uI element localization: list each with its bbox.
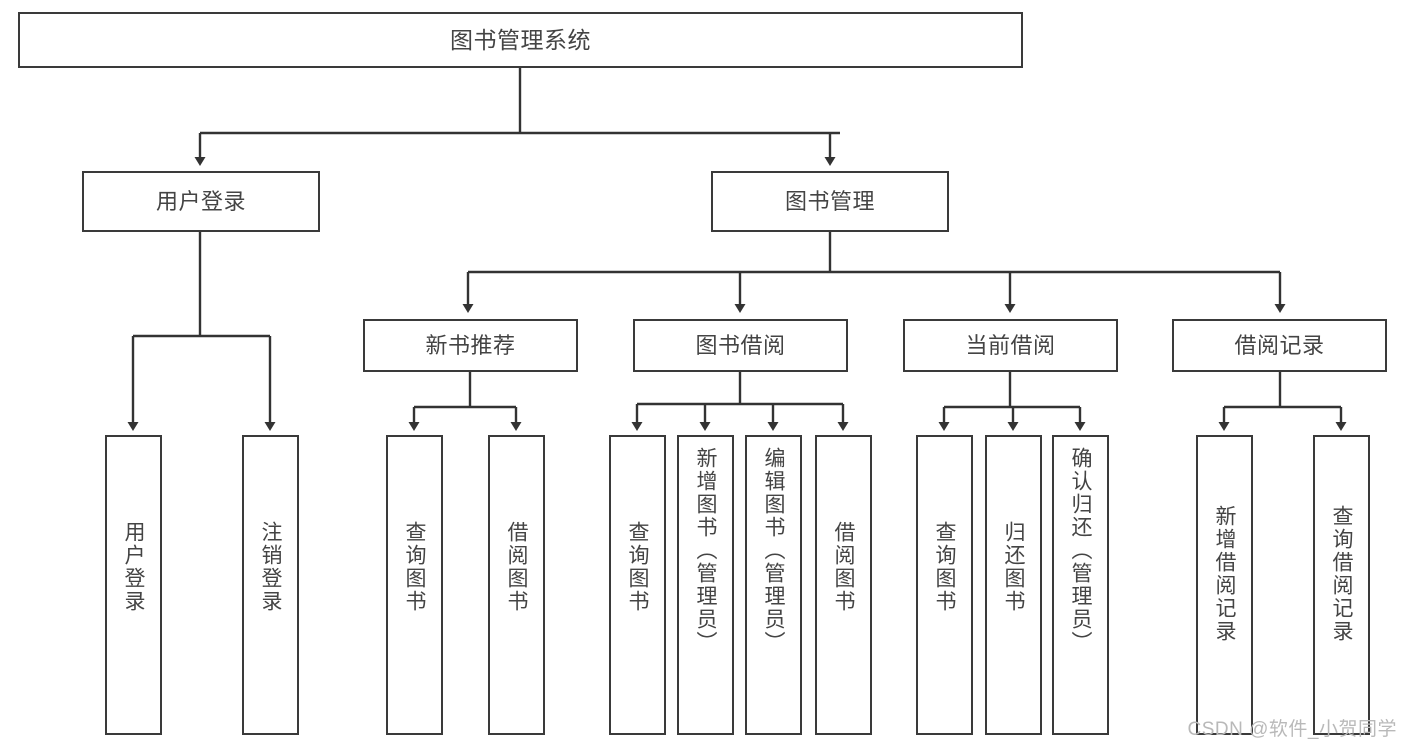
- node-current-borrow-label: 当前借阅: [965, 332, 1056, 358]
- leaf-current-return-book[interactable]: 归还图书: [985, 435, 1042, 735]
- leaf-user-login-signout[interactable]: 注销登录: [242, 435, 299, 735]
- node-root-label: 图书管理系统: [450, 26, 591, 53]
- leaf-current-query-book-label: 查询图书: [933, 521, 956, 613]
- leaf-borrow-add-book-label: 新增图书（管理员）: [694, 447, 717, 654]
- node-book-borrow[interactable]: 图书借阅: [633, 319, 848, 372]
- leaf-current-return-book-label: 归还图书: [1002, 521, 1025, 613]
- watermark: CSDN @软件_小贺同学: [1187, 719, 1397, 740]
- leaf-user-login-signin[interactable]: 用户登录: [105, 435, 162, 735]
- node-book-management-label: 图书管理: [784, 188, 875, 214]
- leaf-borrow-edit-book[interactable]: 编辑图书（管理员）: [745, 435, 802, 735]
- leaf-current-query-book[interactable]: 查询图书: [916, 435, 973, 735]
- node-current-borrow[interactable]: 当前借阅: [903, 319, 1118, 372]
- node-borrow-record-label: 借阅记录: [1234, 332, 1325, 358]
- leaf-borrow-query-book-label: 查询图书: [626, 521, 649, 613]
- leaf-record-add-label: 新增借阅记录: [1213, 505, 1236, 643]
- leaf-new-book-query[interactable]: 查询图书: [386, 435, 443, 735]
- leaf-current-confirm-return-label: 确认归还（管理员）: [1069, 447, 1092, 654]
- node-user-login-label: 用户登录: [155, 188, 246, 214]
- leaf-record-add[interactable]: 新增借阅记录: [1196, 435, 1253, 735]
- leaf-new-book-borrow-label: 借阅图书: [505, 521, 528, 613]
- node-book-borrow-label: 图书借阅: [695, 332, 786, 358]
- leaf-new-book-query-label: 查询图书: [403, 521, 426, 613]
- leaf-borrow-edit-book-label: 编辑图书（管理员）: [762, 447, 785, 654]
- node-user-login[interactable]: 用户登录: [82, 171, 320, 232]
- leaf-borrow-add-book[interactable]: 新增图书（管理员）: [677, 435, 734, 735]
- leaf-current-confirm-return[interactable]: 确认归还（管理员）: [1052, 435, 1109, 735]
- leaf-user-login-signin-label: 用户登录: [122, 521, 145, 613]
- leaf-record-query[interactable]: 查询借阅记录: [1313, 435, 1370, 735]
- node-new-book-recommend[interactable]: 新书推荐: [363, 319, 578, 372]
- leaf-borrow-query-book[interactable]: 查询图书: [609, 435, 666, 735]
- node-book-management[interactable]: 图书管理: [711, 171, 949, 232]
- leaf-new-book-borrow[interactable]: 借阅图书: [488, 435, 545, 735]
- node-new-book-recommend-label: 新书推荐: [425, 332, 516, 358]
- leaf-user-login-signout-label: 注销登录: [259, 521, 282, 613]
- leaf-borrow-borrow-book[interactable]: 借阅图书: [815, 435, 872, 735]
- leaf-record-query-label: 查询借阅记录: [1330, 505, 1353, 643]
- leaf-borrow-borrow-book-label: 借阅图书: [832, 521, 855, 613]
- node-borrow-record[interactable]: 借阅记录: [1172, 319, 1387, 372]
- node-root[interactable]: 图书管理系统: [18, 12, 1023, 68]
